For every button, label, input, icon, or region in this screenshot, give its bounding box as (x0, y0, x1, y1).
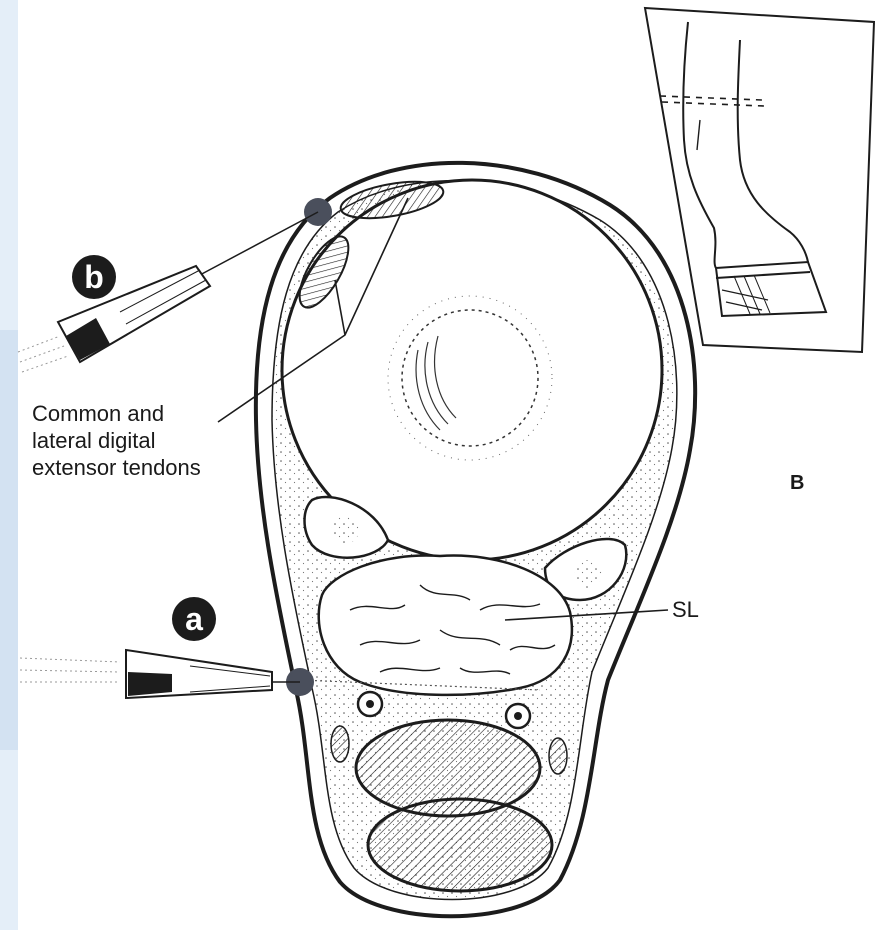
suspensory-ligament (319, 556, 572, 695)
nerve-right (549, 738, 567, 774)
needle-b-label: b (72, 255, 116, 299)
superficial-digital-flexor-tendon (368, 799, 552, 891)
tendons-label: Common and lateral digital extensor tend… (32, 400, 201, 481)
tendons-label-line1: Common and (32, 400, 201, 427)
needle-a-label: a (172, 597, 216, 641)
inset-label: B (790, 472, 804, 495)
side-band-strip (0, 330, 18, 750)
sl-label: SL (672, 597, 699, 623)
tendons-label-line3: extensor tendons (32, 454, 201, 481)
medullary-cavity (402, 310, 538, 446)
limb-cross-section (256, 163, 695, 916)
syringe-needle-icon (20, 650, 300, 698)
nerve-left (331, 726, 349, 762)
tendons-label-line2: lateral digital (32, 427, 201, 454)
